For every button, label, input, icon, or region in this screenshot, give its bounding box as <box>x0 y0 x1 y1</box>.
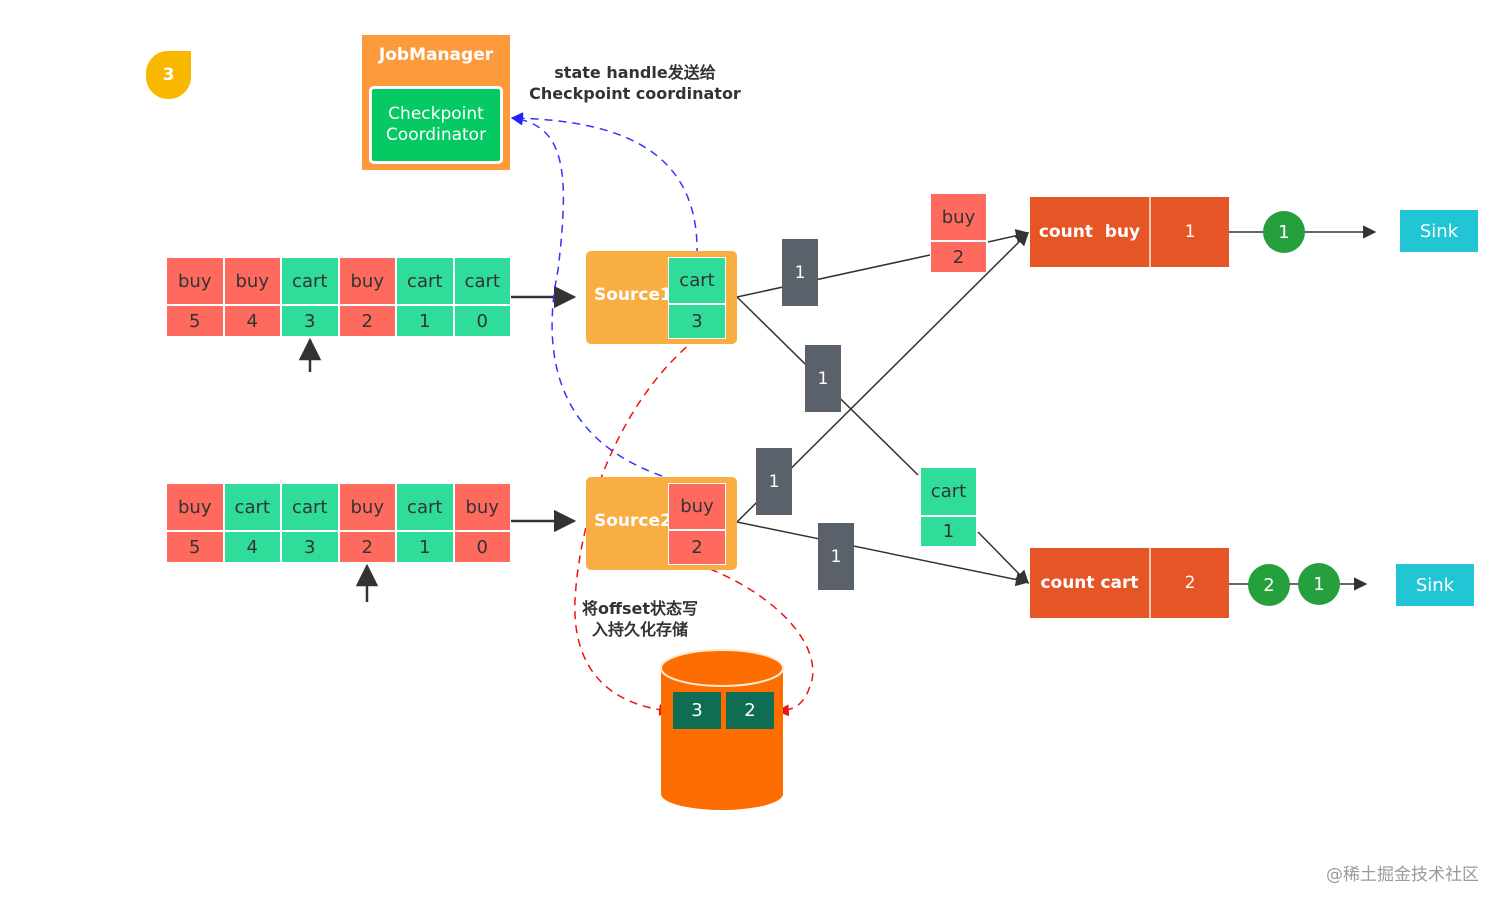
source2-to-count-cart-edge <box>736 521 1030 587</box>
queue-cell-offset: 5 <box>166 531 224 563</box>
queue-cell-type: buy <box>453 483 511 531</box>
output-record: 1 <box>1263 211 1305 253</box>
queue-cell-type: buy <box>166 257 224 305</box>
source1-label: Source1 <box>594 285 672 305</box>
persist-note: 将offset状态写 入持久化存储 <box>560 598 720 640</box>
queue-cell-type: cart <box>396 257 454 305</box>
queue-cell-offset: 4 <box>223 531 281 563</box>
source1-offset: 3 <box>668 304 726 339</box>
queue-cell-type: buy <box>223 257 281 305</box>
source2-offset: 2 <box>668 530 726 565</box>
in-flight-cart-value: 1 <box>920 516 977 547</box>
queue-cell-offset: 5 <box>166 305 224 337</box>
buy-record-to-count-buy-arrow <box>987 229 1030 243</box>
sink-cart: Sink <box>1396 564 1474 606</box>
queue-cell-type: cart <box>396 483 454 531</box>
count-cart-operator: count cart 2 <box>1030 548 1229 618</box>
state-handle-note-line1: state handle发送给 <box>554 63 716 82</box>
sink-buy: Sink <box>1400 210 1478 252</box>
checkpoint-barrier: 1 <box>782 239 818 306</box>
checkpoint-barrier: 1 <box>756 448 792 515</box>
persist-note-line1: 将offset状态写 <box>582 599 698 618</box>
job-manager-title: JobManager <box>378 45 494 65</box>
in-flight-cart-type: cart <box>920 467 977 516</box>
output-record: 2 <box>1248 564 1290 606</box>
count-buy-label: count buy <box>1030 197 1151 267</box>
source2-label: Source2 <box>594 511 672 531</box>
count-cart-label: count cart <box>1030 548 1151 618</box>
queue-cell-type: buy <box>166 483 224 531</box>
stored-offset: 2 <box>726 692 774 729</box>
step-number-badge: 3 <box>146 51 191 99</box>
source1-operator: Source1 cart 3 <box>586 251 737 344</box>
count-buy-value: 1 <box>1184 222 1196 242</box>
queue-cell-type: cart <box>281 483 339 531</box>
queue-cell-type: buy <box>338 483 396 531</box>
count-buy-operator: count buy 1 <box>1030 197 1229 267</box>
checkpoint-barrier: 1 <box>818 523 854 590</box>
output-record: 1 <box>1298 563 1340 605</box>
queue-cell-type: cart <box>223 483 281 531</box>
queue-cell-offset: 0 <box>453 531 511 563</box>
source1-record-type: cart <box>668 257 726 304</box>
in-flight-buy-value: 2 <box>930 241 987 273</box>
state-handle-note: state handle发送给 Checkpoint coordinator <box>520 62 750 104</box>
in-flight-buy-type: buy <box>930 193 987 241</box>
queue-cell-offset: 2 <box>338 531 396 563</box>
watermark: @稀土掘金技术社区 <box>1326 865 1479 885</box>
queue-cell-offset: 4 <box>223 305 281 337</box>
job-manager: JobManager Checkpoint Coordinator <box>362 35 510 170</box>
queue-cell-offset: 0 <box>453 305 511 337</box>
queue-cell-offset: 2 <box>338 305 396 337</box>
state-handle-arrow-source1 <box>510 112 698 257</box>
queue-cell-offset: 1 <box>396 531 454 563</box>
checkpoint-coordinator: Checkpoint Coordinator <box>369 86 503 164</box>
queue-cell-offset: 1 <box>396 305 454 337</box>
checkpoint-barrier: 1 <box>805 345 841 412</box>
count-cart-value: 2 <box>1184 573 1196 593</box>
persistent-storage-cylinder <box>660 649 784 810</box>
cart-record-to-count-cart-arrow <box>977 531 1029 584</box>
source1-to-count-buy-edge <box>736 254 931 298</box>
stored-offset: 3 <box>673 692 721 729</box>
source2-operator: Source2 buy 2 <box>586 477 737 570</box>
queue-cell-offset: 3 <box>281 305 339 337</box>
state-handle-note-line2: Checkpoint coordinator <box>529 84 741 103</box>
queue-cell-type: cart <box>281 257 339 305</box>
queue-cell-type: cart <box>453 257 511 305</box>
persist-note-line2: 入持久化存储 <box>591 620 688 639</box>
queue-cell-type: buy <box>338 257 396 305</box>
source2-record-type: buy <box>668 483 726 530</box>
queue-cell-offset: 3 <box>281 531 339 563</box>
